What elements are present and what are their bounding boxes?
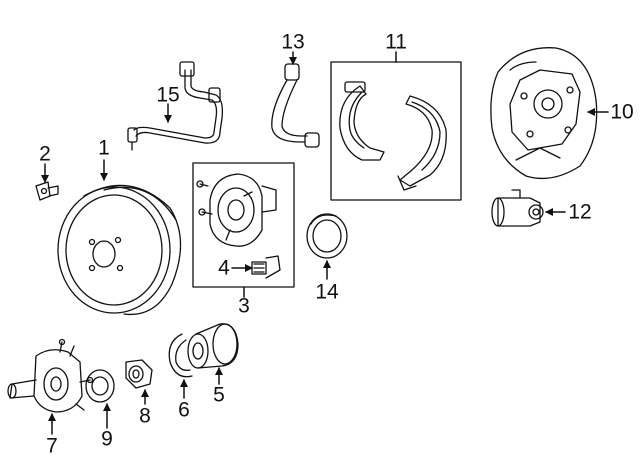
callout-6: 6 bbox=[178, 398, 190, 422]
brake-shoes-box bbox=[330, 61, 462, 201]
grease-seal-drawing bbox=[306, 213, 348, 259]
hub-nut-drawing bbox=[125, 359, 153, 389]
brake-hose-drawing bbox=[271, 63, 320, 148]
callout-7: 7 bbox=[46, 434, 58, 458]
spindle-knuckle-drawing bbox=[7, 338, 94, 413]
hub-bolt-drawing bbox=[251, 255, 281, 279]
drum-screw-drawing bbox=[35, 181, 59, 201]
callout-11: 11 bbox=[385, 30, 407, 54]
callout-8: 8 bbox=[139, 404, 151, 428]
brake-drum-drawing bbox=[57, 184, 182, 316]
callout-5: 5 bbox=[213, 383, 225, 407]
callout-1: 1 bbox=[98, 136, 110, 160]
snap-ring-drawing bbox=[168, 333, 193, 378]
callout-9: 9 bbox=[101, 427, 113, 451]
callout-13: 13 bbox=[281, 30, 305, 54]
dust-cap-drawing bbox=[85, 369, 115, 403]
wheel-bearing-drawing bbox=[187, 323, 239, 369]
backing-plate-drawing bbox=[490, 47, 598, 180]
abs-sensor-drawing bbox=[127, 61, 224, 151]
callout-10: 10 bbox=[610, 100, 634, 124]
callout-15: 15 bbox=[156, 83, 180, 107]
callout-2: 2 bbox=[39, 142, 51, 166]
wheel-cylinder-drawing bbox=[491, 189, 544, 227]
callout-4: 4 bbox=[218, 256, 230, 280]
callout-3: 3 bbox=[238, 294, 250, 318]
callout-12: 12 bbox=[568, 200, 592, 224]
callout-14: 14 bbox=[315, 280, 339, 304]
leader-lines bbox=[41, 51, 609, 435]
